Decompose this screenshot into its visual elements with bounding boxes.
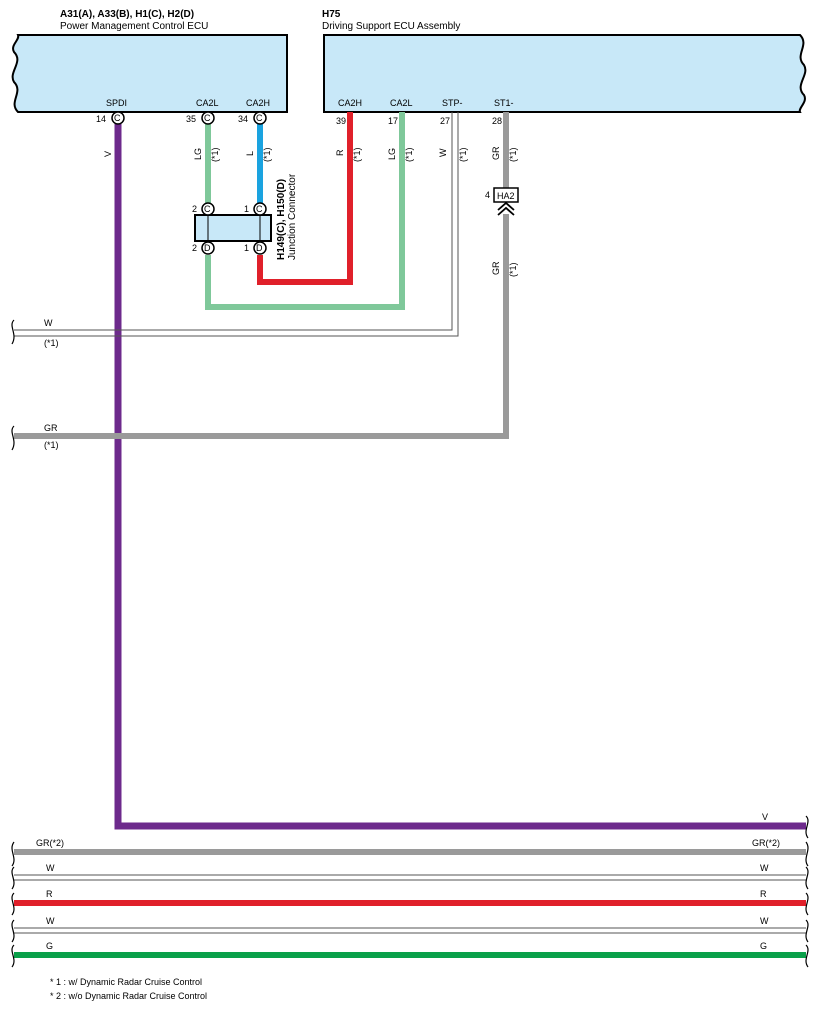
label-w1-right: W (760, 863, 769, 873)
label-w1-left: W (46, 863, 55, 873)
pin-num-28: 28 (492, 116, 502, 126)
ha2-chevron-up-icon (497, 201, 515, 211)
junction-bottom-conn-1: D (256, 243, 263, 253)
junction-top-num-1: 1 (244, 204, 249, 214)
junction-title: H149(C), H150(D) (276, 179, 287, 260)
mark-lg-left: (*1) (210, 147, 220, 162)
junction-top-circle-2 (201, 202, 215, 216)
break-marks-right (805, 815, 809, 968)
mark-r: (*1) (352, 147, 362, 162)
note-2: * 2 : w/o Dynamic Radar Cruise Control (50, 991, 207, 1001)
pin-num-34: 34 (238, 114, 248, 124)
label-g-left: G (46, 941, 53, 951)
mark-gr-top: (*1) (508, 147, 518, 162)
pin-label-ca2h-left: CA2H (246, 98, 270, 108)
label-gr2-left: GR(*2) (36, 838, 64, 848)
pin-label-ca2l-left: CA2L (196, 98, 219, 108)
inline-connector-ha2: 4 HA2 (485, 187, 519, 216)
label-gr-left: GR (44, 423, 58, 433)
pin-label-spdi: SPDI (106, 98, 127, 108)
label-gr2-right: GR(*2) (752, 838, 780, 848)
wire-w-outer (14, 112, 453, 331)
wire-lg-junction-to-right (205, 112, 405, 310)
wire-label-lg-right: LG (387, 148, 397, 160)
pin-num-17: 17 (388, 116, 398, 126)
note-1: * 1 : w/ Dynamic Radar Cruise Control (50, 977, 202, 987)
label-g-right: G (760, 941, 767, 951)
wire-label-l: L (245, 151, 255, 156)
break-marks-left (11, 319, 15, 968)
ha2-name: HA2 (497, 191, 515, 201)
pin-label-ca2h-right: CA2H (338, 98, 362, 108)
pin-label-stp: STP- (442, 98, 463, 108)
wire-label-lg-left: LG (193, 148, 203, 160)
junction-bottom-circle-1 (253, 241, 267, 255)
ha2-chevron-up-icon-2 (497, 206, 515, 216)
wire-label-v: V (103, 151, 113, 157)
pin-num-35: 35 (186, 114, 196, 124)
pin-conn-14: C (114, 113, 121, 123)
right-ecu-box (323, 34, 807, 113)
label-r-left: R (46, 889, 53, 899)
junction-top-circle-1 (253, 202, 267, 216)
right-ecu-connectors: H75 (322, 9, 341, 20)
wire-label-gr-mid: GR (491, 261, 501, 275)
junction-subtitle: Junction Connector (287, 173, 298, 260)
wire-label-r: R (335, 149, 345, 156)
right-ecu-pin-numbers: 39 17 27 28 (336, 116, 502, 126)
label-w2-right: W (760, 916, 769, 926)
pin-circle-14 (111, 111, 125, 125)
junction-bottom-circle-2 (201, 241, 215, 255)
mark-lg-right: (*1) (404, 147, 414, 162)
junction-top-conn-1: C (256, 204, 263, 214)
wire-w-inner (14, 112, 459, 337)
pin-num-14: 14 (96, 114, 106, 124)
label-w-left: W (44, 318, 53, 328)
label-gr-left-mark: (*1) (44, 440, 59, 450)
junction-bottom-num-1: 1 (244, 243, 249, 253)
mark-l: (*1) (262, 147, 272, 162)
pin-circle-34 (253, 111, 267, 125)
label-r-right: R (760, 889, 767, 899)
wire-gr-bottom (14, 214, 509, 439)
wire-label-gr-top: GR (491, 146, 501, 160)
wire-label-w-top: W (438, 148, 448, 157)
label-w2-left: W (46, 916, 55, 926)
left-ecu-box (11, 34, 288, 113)
pin-conn-35: C (204, 113, 211, 123)
pin-conn-34: C (256, 113, 263, 123)
ha2-pin-num: 4 (485, 190, 490, 200)
wire-r-junction-to-right (257, 112, 353, 285)
left-ecu-pins: 14 C 35 C 34 C (96, 111, 267, 125)
junction-bottom-conn-2: D (204, 243, 211, 253)
pin-label-st1: ST1- (494, 98, 514, 108)
label-v-right: V (762, 812, 768, 822)
pin-circle-35 (201, 111, 215, 125)
mark-w-top: (*1) (458, 147, 468, 162)
pin-num-39: 39 (336, 116, 346, 126)
mark-gr-mid: (*1) (508, 262, 518, 277)
left-ecu-connectors: A31(A), A33(B), H1(C), H2(D) (60, 9, 194, 20)
junction-bottom-num-2: 2 (192, 243, 197, 253)
wire-v (114, 124, 806, 830)
junction-top-conn-2: C (204, 204, 211, 214)
pin-label-ca2l-right: CA2L (390, 98, 413, 108)
junction-top-num-2: 2 (192, 204, 197, 214)
left-ecu-name: Power Management Control ECU (60, 21, 208, 32)
right-ecu-name: Driving Support ECU Assembly (322, 21, 460, 32)
pin-num-27: 27 (440, 116, 450, 126)
junction-connector: 2 C 1 C 2 D 1 D H149(C), H150(D) Junctio… (192, 173, 298, 260)
label-w-left-mark: (*1) (44, 338, 59, 348)
